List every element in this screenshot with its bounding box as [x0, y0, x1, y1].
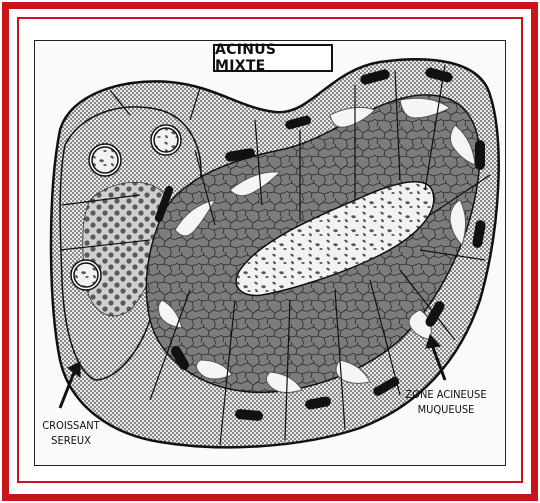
label-croissant-sereux: CROISSANT SEREUX	[36, 418, 106, 448]
label-zone-line1: ZONE ACINEUSE	[400, 387, 492, 402]
label-croissant-line2: SEREUX	[36, 433, 106, 448]
diagram-title: ACINUS MIXTE	[213, 44, 333, 72]
label-croissant-line1: CROISSANT	[36, 418, 106, 433]
label-zone-line2: MUQUEUSE	[400, 402, 492, 417]
label-zone-acineuse: ZONE ACINEUSE MUQUEUSE	[400, 387, 492, 417]
